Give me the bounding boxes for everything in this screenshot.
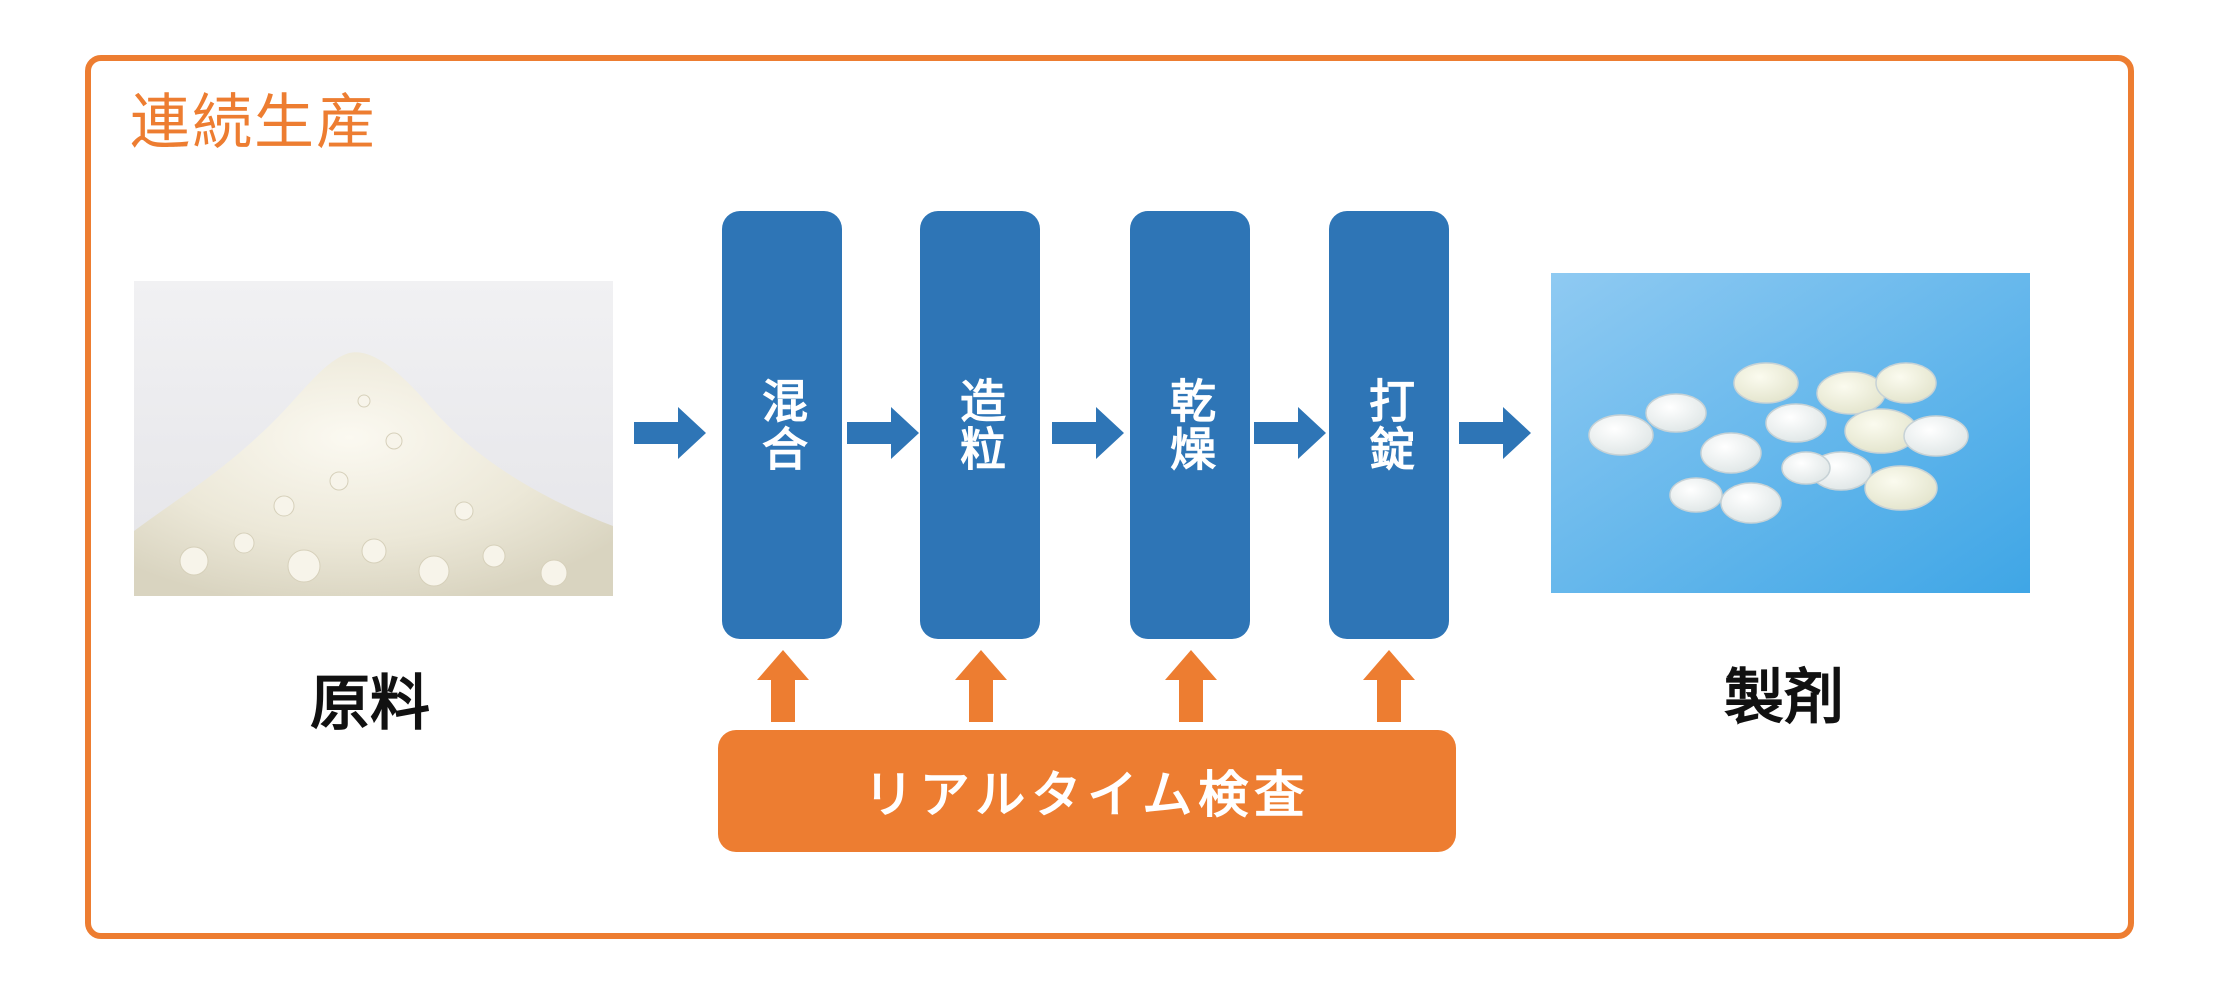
- step-mixing: 混合: [722, 211, 842, 639]
- step-granulation: 造粒: [920, 211, 1040, 639]
- product-caption: 製剤: [1724, 663, 1844, 733]
- arrow-up-icon: [1165, 650, 1217, 722]
- step-tableting-label: 打錠: [1362, 377, 1416, 473]
- arrow-up-icon: [757, 650, 809, 722]
- diagram-title: 連続生産: [130, 88, 378, 158]
- step-tableting: 打錠: [1329, 211, 1449, 639]
- product-image: [1551, 273, 2030, 593]
- realtime-inspection-bar: リアルタイム検査: [718, 730, 1456, 852]
- raw-material-image: [134, 281, 613, 596]
- arrow-right-icon: [1052, 407, 1124, 459]
- arrow-right-icon: [847, 407, 919, 459]
- step-drying: 乾燥: [1130, 211, 1250, 639]
- arrow-right-icon: [1459, 407, 1531, 459]
- step-mixing-label: 混合: [755, 377, 809, 473]
- step-drying-label: 乾燥: [1163, 377, 1217, 473]
- arrow-right-icon: [634, 407, 706, 459]
- raw-material-caption: 原料: [310, 669, 430, 739]
- continuous-production-frame: [85, 55, 2134, 939]
- arrow-up-icon: [955, 650, 1007, 722]
- arrow-right-icon: [1254, 407, 1326, 459]
- step-granulation-label: 造粒: [953, 377, 1007, 473]
- arrow-up-icon: [1363, 650, 1415, 722]
